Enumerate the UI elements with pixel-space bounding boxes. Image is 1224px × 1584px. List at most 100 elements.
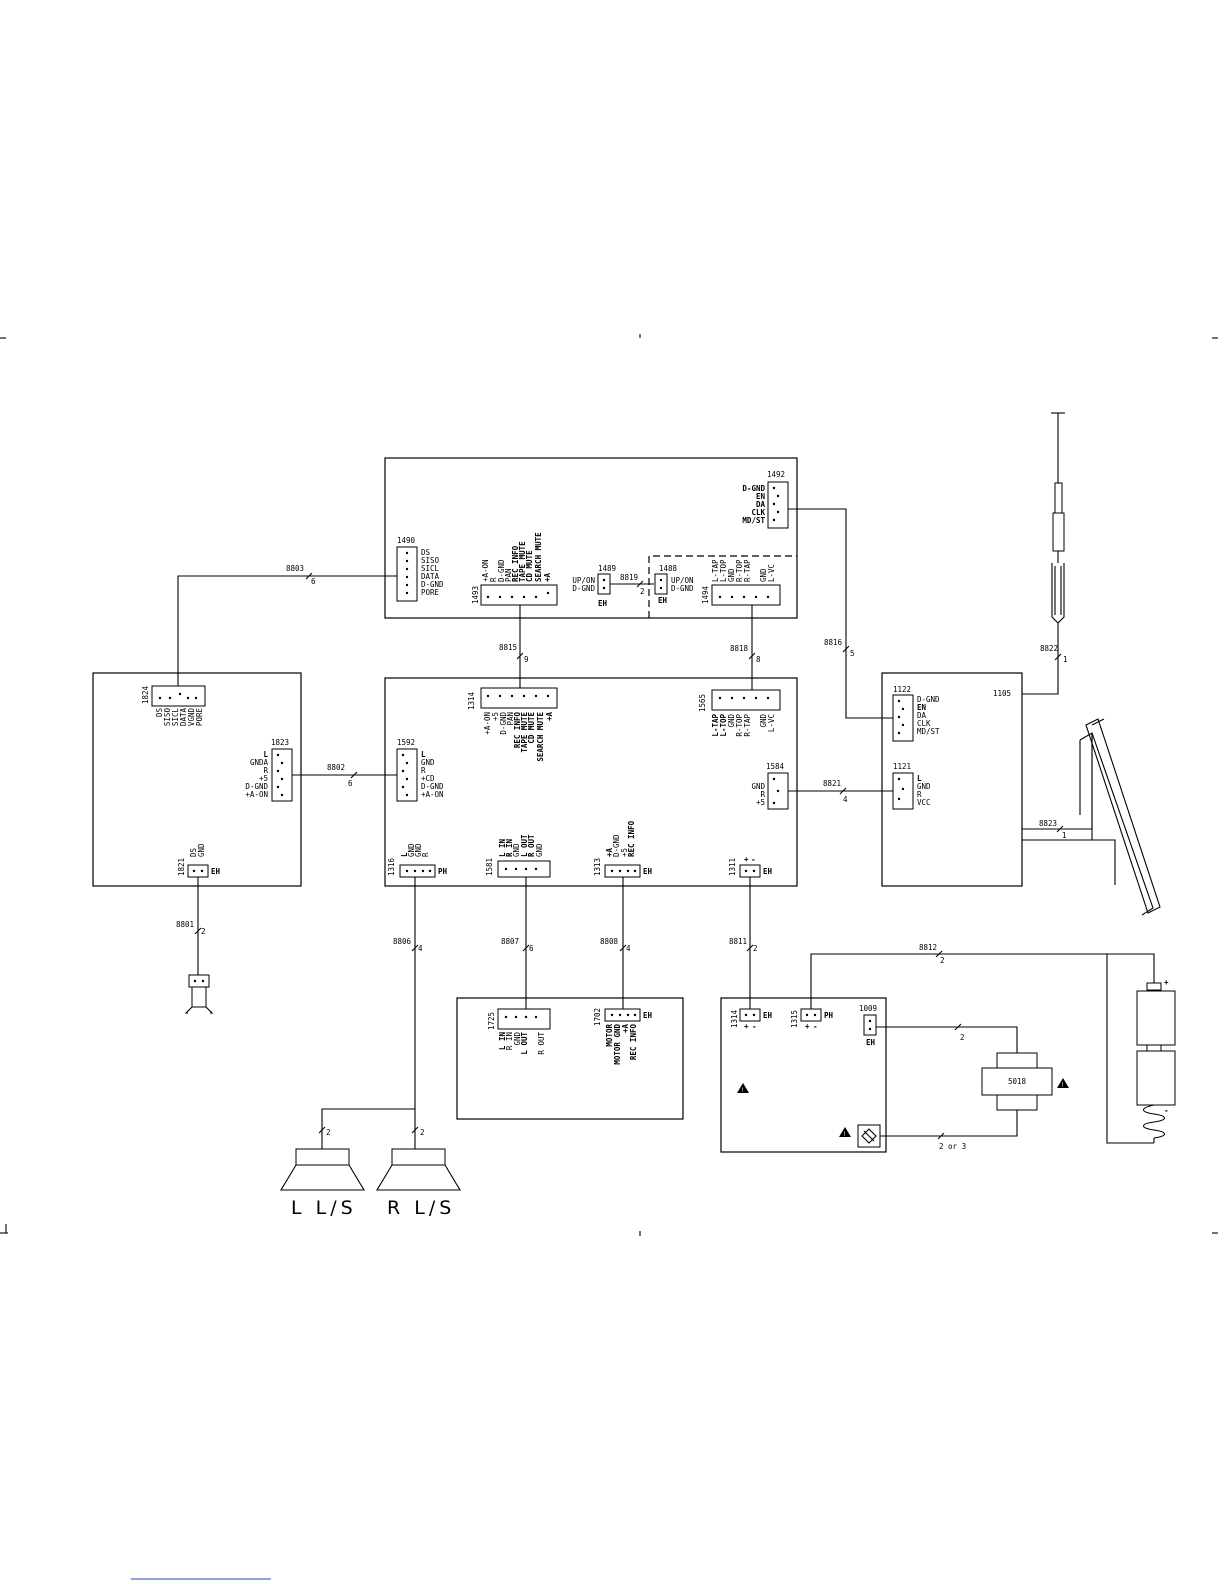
pin-label: SICL (171, 708, 180, 727)
pin-label: L-VC (767, 714, 776, 732)
power-module: 1314 EH + - 1315 PH + - 1009 EH ! (720, 997, 887, 1153)
pin-label: CD MUTE (525, 550, 534, 582)
pin-label: DA (917, 711, 927, 720)
pin-label: REC INFO (513, 712, 522, 749)
connector-1009: 1009 EH (859, 1004, 877, 1047)
pin-label: R (489, 577, 498, 582)
pin-label: GND (197, 843, 206, 857)
connector-1121: 1121 L GND R VCC (892, 762, 931, 810)
connector-1592: 1592 L GND R +CD D-GND +A-ON (396, 738, 444, 802)
pin-label: EN (756, 492, 766, 501)
pin-label: GND (727, 714, 736, 728)
connector-ref: 1725 (487, 1012, 496, 1030)
pin-label: DATA (179, 708, 188, 727)
pin-label: GND (917, 782, 931, 791)
wire-ref: 8802 (327, 763, 345, 772)
pin-label: D-GND (245, 782, 268, 791)
pin-label: R IN (505, 1032, 514, 1050)
pin-label: MOTOR (605, 1024, 614, 1047)
pin-label: D-GND (671, 584, 694, 593)
pin-label: CD MUTE (527, 712, 536, 744)
battery-plus: + (1164, 978, 1169, 987)
pin-label: L-TAP (711, 559, 720, 582)
wire-ref: 8811 (729, 937, 747, 946)
pin-label: +5 (756, 798, 765, 807)
pin-label: DA (756, 500, 766, 509)
pin-label: R OUT (537, 1032, 546, 1055)
wire-ref: 8806 (393, 937, 412, 946)
wire-ref: 8821 (823, 779, 841, 788)
wire-count: 4 (843, 795, 848, 804)
wire-ref: 8803 (286, 564, 304, 573)
pin-label: PORE (195, 708, 204, 727)
left-module: 1824 DS SISO SICL DATA VGND PORE 1823 L … (92, 672, 302, 887)
connector-1316: 1316 L GND GND R PH (387, 843, 448, 878)
pin-label: L (421, 750, 426, 759)
wire-ref: 8816 (824, 638, 843, 647)
wire-count: 2 (960, 1033, 965, 1042)
pin-label: VCC (917, 798, 931, 807)
pin-label: SEARCH MUTE (536, 712, 545, 762)
battery-icon: + - (1106, 954, 1176, 1144)
connector-ref: 1316 (387, 857, 396, 876)
svg-text:!: ! (844, 1131, 846, 1138)
connector-1311: 1311 + - EH (728, 855, 773, 878)
connector-type: EH (643, 867, 653, 876)
pin-label: REC INFO (511, 545, 520, 582)
wire-ref: 8822 (1040, 644, 1058, 653)
connector-1488: 1488 UP/ON D-GND EH (654, 564, 694, 605)
pin-label: - (751, 855, 756, 864)
pin-label: + (805, 1022, 810, 1031)
connector-ref: 1488 (659, 564, 678, 573)
pin-label: GNDA (250, 758, 269, 767)
wire-count: 4 (418, 944, 423, 953)
connector-ref: 1821 (177, 858, 186, 876)
warning-icon: ! (839, 1127, 851, 1138)
connector-ref: 1824 (141, 685, 150, 704)
connector-1725: 1725 L IN R IN GND L OUT R OUT (487, 1008, 551, 1055)
pin-label: + (744, 1022, 749, 1031)
connector-ref: 1314 (467, 691, 476, 710)
pin-label: GND (751, 782, 765, 791)
connector-ref: 1565 (698, 694, 707, 712)
pin-label: L-TOP (719, 559, 728, 582)
wire-ref: 8801 (176, 920, 194, 929)
battery-minus: - (1164, 1106, 1169, 1115)
pin-label: GND (759, 568, 768, 582)
pin-label: L (263, 750, 268, 759)
wire-count: 2 (940, 956, 945, 965)
speaker-right-icon (376, 1148, 461, 1191)
speaker-right-label: R L/S (387, 1197, 455, 1219)
pin-label: L-TOP (719, 714, 728, 737)
connector-ref: 1311 (728, 858, 737, 876)
pin-label: D-GND (917, 695, 940, 704)
pin-label: GND (414, 843, 423, 857)
svg-text:!: ! (742, 1087, 744, 1094)
pin-label: +A (543, 572, 552, 582)
wire-count: 2 or 3 (939, 1142, 966, 1151)
connector-ref: 1122 (893, 685, 911, 694)
connector-type: EH (866, 1038, 876, 1047)
pin-label: MD/ST (742, 516, 765, 525)
right-module: 1122 D-GND EN DA CLK MD/ST 1121 L GND R … (881, 672, 1023, 887)
connector-type: EH (598, 599, 608, 608)
wire-count: 4 (626, 944, 631, 953)
connector-1824: 1824 DS SISO SICL DATA VGND PORE (141, 685, 206, 727)
loop-antenna-icon (1022, 718, 1161, 916)
pin-label: R-TOP (735, 559, 744, 582)
connector-ref: 1009 (859, 1004, 877, 1013)
warning-icon: ! (737, 1083, 749, 1094)
pin-label: GND (513, 1032, 522, 1046)
wires (177, 508, 1155, 1149)
pin-label: GND (421, 758, 435, 767)
connector-ref: 1489 (598, 564, 616, 573)
pin-label: DS (421, 548, 431, 557)
pin-label: MOTOR GND (613, 1024, 622, 1065)
connector-type: EH (211, 867, 221, 876)
pin-label: L-VC (767, 564, 776, 582)
connector-1565: 1565 L-TAP L-TOP GND R-TOP R-TAP GND L-V… (698, 689, 781, 737)
pin-label: R OUT (527, 834, 536, 857)
pin-label: PAN (504, 568, 513, 582)
connector-1315: 1315 PH + - (790, 1008, 834, 1031)
pin-label: R (421, 766, 426, 775)
